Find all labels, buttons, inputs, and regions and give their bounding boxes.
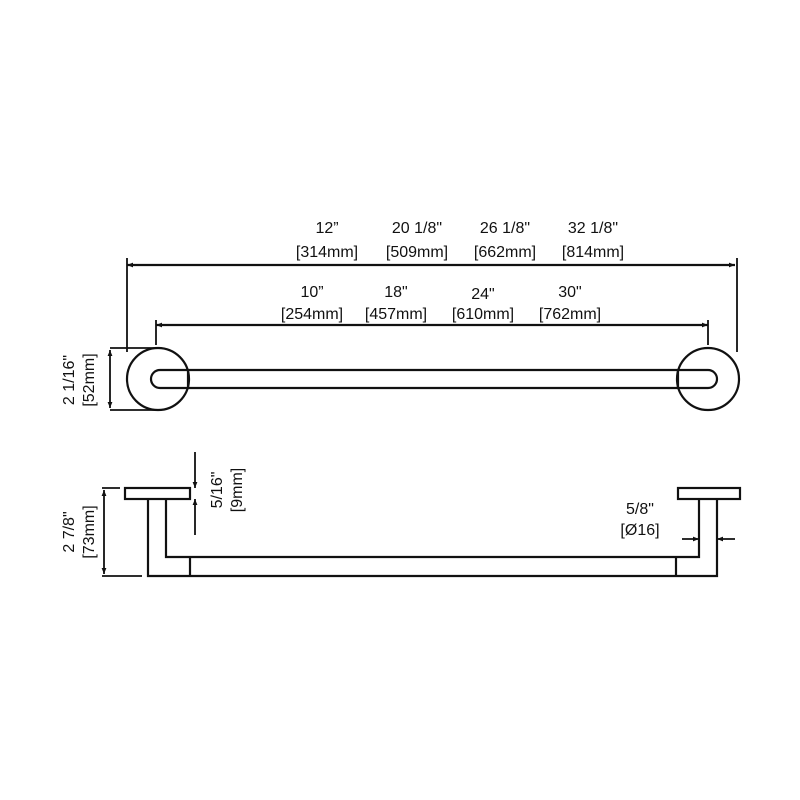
overall-length-32-inch: 32 1/8" [568,220,618,237]
projection-dimension [101,487,142,577]
center-length-24-mm: [610mm] [452,306,514,323]
base-thickness-inch: 5/16" [209,472,226,509]
overall-length-12-inch: 12” [315,220,338,237]
base-thickness-label: 5/16" [9mm] [209,468,246,512]
center-length-30-inch: 30" [558,284,581,301]
center-length-10-mm: [254mm] [281,306,343,323]
center-length-30-mm: [762mm] [539,306,601,323]
overall-length-20-mm: [509mm] [386,244,448,261]
overall-length-26-inch: 26 1/8" [480,220,530,237]
overall-length-12-mm: [314mm] [296,244,358,261]
center-length-18-inch: 18" [384,284,407,301]
overall-length-32-mm: [814mm] [562,244,624,261]
left-mounting-plate [123,486,192,501]
overall-length-20-inch: 20 1/8" [392,220,442,237]
right-base-circle [675,346,741,412]
projection-label: 2 7/8" [73mm] [61,505,98,558]
overall-length-dimension [126,258,738,352]
overall-length-labels: 12” [314mm] 20 1/8" [509mm] 26 1/8" [662… [296,220,624,261]
bar-diameter-mm: [Ø16] [620,522,659,539]
projection-mm: [73mm] [81,505,98,558]
bar-diameter-inch: 5/8" [626,501,654,518]
base-thickness-mm: [9mm] [229,468,246,512]
base-diameter-dimension [107,347,160,411]
projection-inch: 2 7/8" [61,511,78,552]
right-mounting-plate [676,486,742,501]
overall-length-26-mm: [662mm] [474,244,536,261]
center-length-24-inch: 24" [471,286,494,303]
center-length-18-mm: [457mm] [365,306,427,323]
bar-top-view [149,368,719,390]
center-length-labels: 10” [254mm] 18" [457mm] 24" [610mm] 30" … [281,284,601,323]
base-diameter-inch: 2 1/16" [61,355,78,405]
center-length-10-inch: 10” [300,284,323,301]
base-diameter-mm: [52mm] [81,353,98,406]
left-base-circle [125,346,191,412]
bar-diameter-label: 5/8" [Ø16] [620,501,659,539]
base-diameter-label: 2 1/16" [52mm] [61,353,98,406]
center-length-dimension [155,320,709,345]
